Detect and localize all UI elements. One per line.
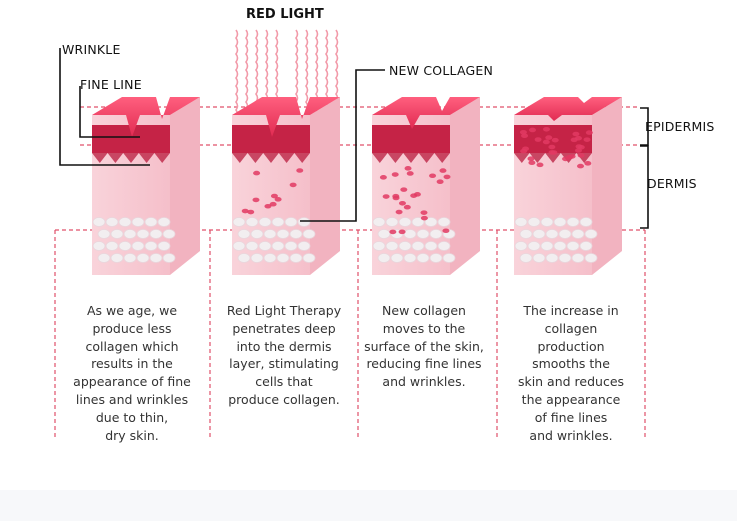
wrinkle-label: WRINKLE: [62, 42, 121, 57]
skin-block-aged: [92, 97, 200, 275]
callout-lines: [59, 48, 649, 229]
skin-block-smooth: [514, 97, 622, 275]
epidermis-label: EPIDERMIS: [645, 119, 715, 134]
footer-band: [0, 490, 737, 521]
dermis-label: DERMIS: [647, 176, 697, 191]
new-collagen-label: NEW COLLAGEN: [389, 63, 494, 78]
skin-block-new-collagen: [372, 97, 480, 275]
skin-block-therapy: [232, 97, 340, 275]
fine-line-label: FINE LINE: [80, 77, 142, 92]
red-light-title: RED LIGHT: [246, 7, 324, 22]
